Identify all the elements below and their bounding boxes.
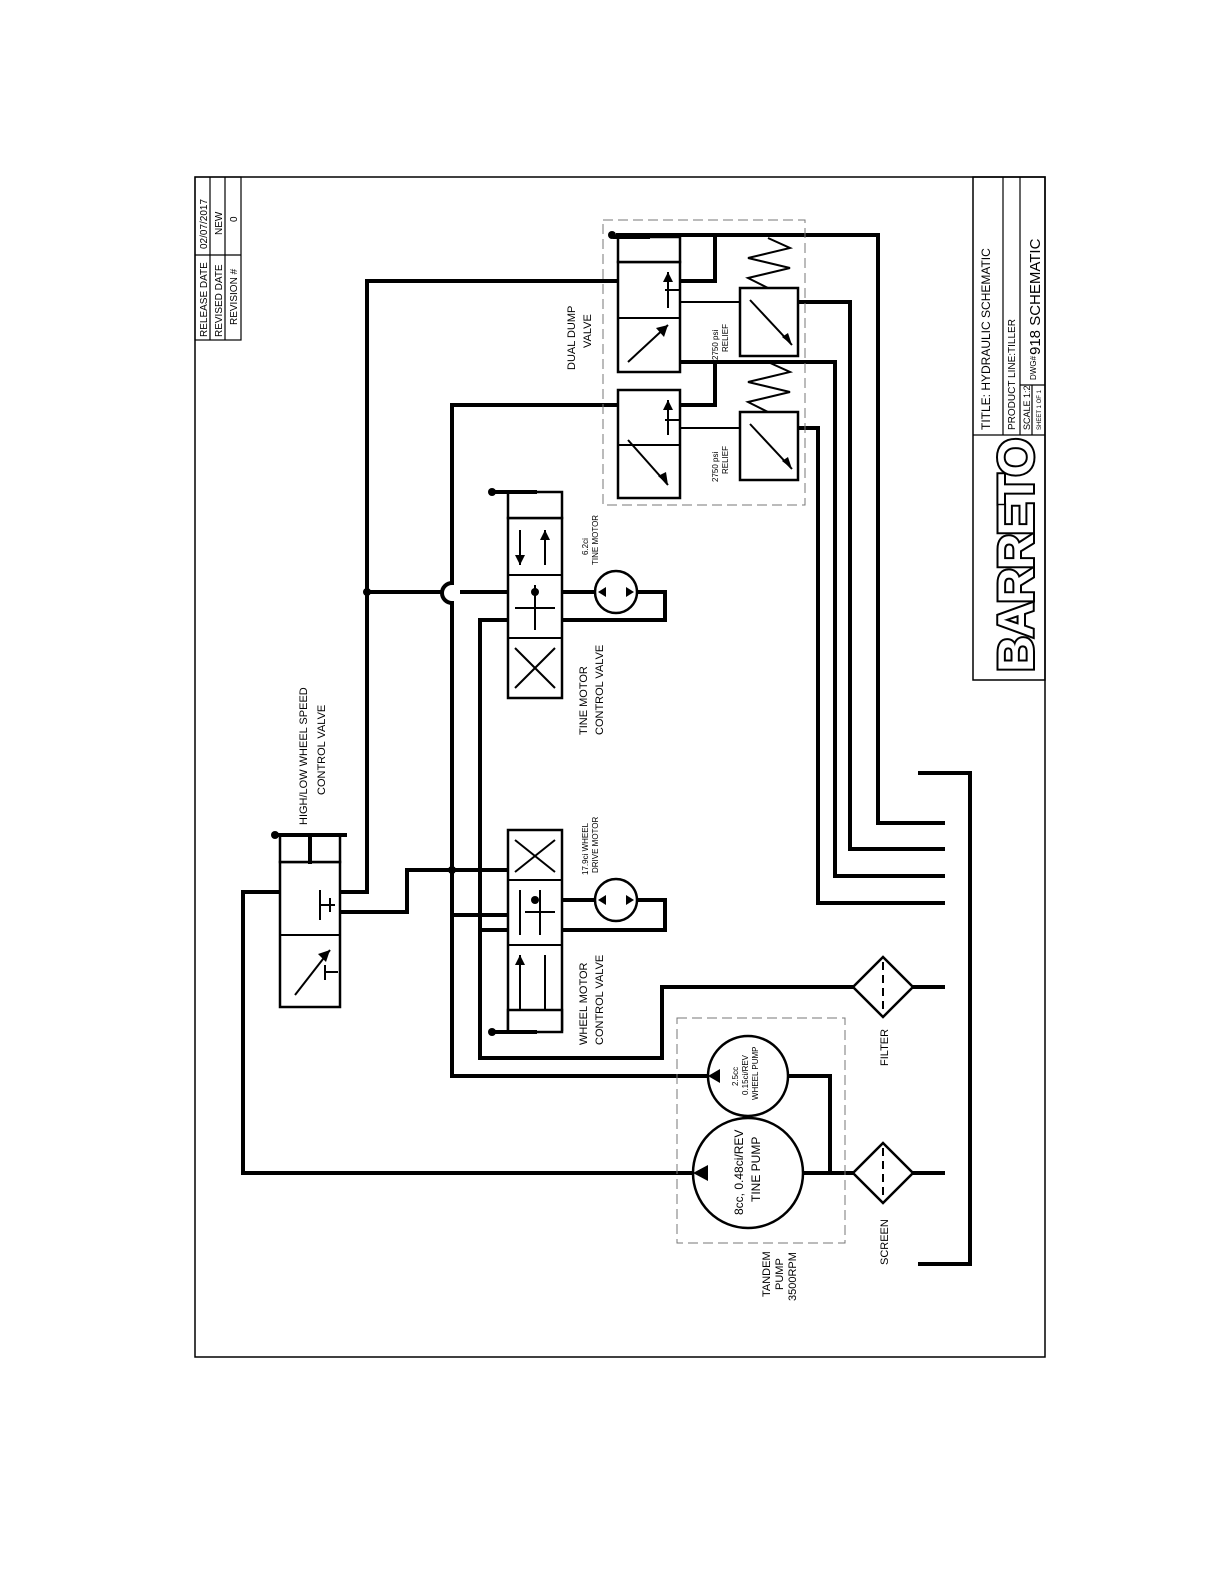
tine-pump: 8cc, 0.48ci/REV TINE PUMP	[691, 1116, 805, 1230]
speed-valve-label-1: HIGH/LOW WHEEL SPEED	[298, 687, 310, 825]
wheel-motor-label-2: DRIVE MOTOR	[591, 816, 600, 873]
tine-motor-label-1: 6.2ci	[581, 538, 590, 555]
dump-valve-label-2: VALVE	[582, 314, 594, 348]
relief-2-label-1: 2750 psi	[711, 452, 720, 482]
release-date-label: RELEASE DATE	[199, 262, 210, 337]
filter-label: FILTER	[879, 1029, 891, 1066]
tine-pump-label-2: TINE PUMP	[749, 1137, 763, 1202]
wheel-valve-label-2: CONTROL VALVE	[594, 955, 606, 1045]
dump-valve-label-1: DUAL DUMP	[566, 306, 578, 370]
relief-1-label-1: 2750 psi	[711, 330, 720, 360]
wheel-valve-label-1: WHEEL MOTOR	[578, 962, 590, 1045]
product-line: PRODUCT LINE:TILLER	[1007, 319, 1018, 430]
relief-1-label-2: RELIEF	[721, 324, 730, 352]
tine-valve-label-1: TINE MOTOR	[578, 666, 590, 735]
dwg-label: DWG#	[1029, 355, 1038, 380]
revised-date-value: NEW	[214, 211, 225, 235]
wheel-drive-motor: 17.9ci WHEEL DRIVE MOTOR	[581, 816, 639, 923]
tine-motor-control-valve: TINE MOTOR CONTROL VALVE	[488, 488, 606, 735]
speed-control-valve: HIGH/LOW WHEEL SPEED CONTROL VALVE	[271, 687, 347, 1009]
wheel-motor-control-valve: WHEEL MOTOR CONTROL VALVE	[488, 828, 606, 1045]
tine-pump-arrow-icon	[693, 1165, 708, 1181]
tandem-pump-label-1: TANDEM	[761, 1251, 773, 1297]
reservoir-tank	[918, 771, 972, 1266]
wheel-pump-label-1: 2.5cc	[731, 1067, 740, 1086]
revised-date-label: REVISED DATE	[214, 264, 225, 337]
tandem-pump-label-3: 3500RPM	[787, 1252, 799, 1301]
revision-label: REVISION #	[229, 268, 240, 325]
speed-valve-label-2: CONTROL VALVE	[316, 705, 328, 795]
tine-motor: 6.2ci TINE MOTOR	[581, 515, 639, 615]
relief-2-label-2: RELIEF	[721, 446, 730, 474]
revision-block: RELEASE DATE 02/07/2017 REVISED DATE NEW…	[194, 176, 242, 341]
junction-dots	[363, 588, 539, 904]
tine-motor-arrow-icon	[598, 587, 606, 597]
tine-valve-label-2: CONTROL VALVE	[594, 645, 606, 735]
tandem-pump-label-2: PUMP	[774, 1258, 786, 1290]
wheel-pump: 2.5cc 0.15ci/REV WHEEL PUMP	[706, 1034, 790, 1118]
barreto-logo: BARRETO	[988, 440, 1044, 672]
drawing-title: TITLE: HYDRAULIC SCHEMATIC	[979, 248, 993, 430]
wheel-motor-arrow-icon	[598, 895, 606, 905]
revision-value: 0	[229, 216, 240, 222]
dwg-number: 918 SCHEMATIC	[1027, 238, 1044, 355]
sheet: SHEET 1 OF 1	[1037, 389, 1043, 430]
tine-pump-label-1: 8cc, 0.48ci/REV	[732, 1130, 746, 1215]
wheel-pump-arrow-icon	[708, 1069, 720, 1083]
tandem-pump: 8cc, 0.48ci/REV TINE PUMP 2.5cc 0.15ci/R…	[676, 1017, 846, 1301]
wheel-pump-label-3: WHEEL PUMP	[751, 1047, 760, 1101]
wheel-pump-label-2: 0.15ci/REV	[741, 1054, 750, 1095]
hydraulic-lines	[241, 233, 972, 1266]
drawing-border	[194, 176, 1046, 1358]
title-block: BARRETO TITLE: HYDRAULIC SCHEMATIC PRODU…	[972, 176, 1046, 681]
screen: SCREEN	[851, 1141, 915, 1265]
tine-motor-label-2: TINE MOTOR	[591, 515, 600, 565]
screen-label: SCREEN	[879, 1219, 891, 1265]
dual-dump-valve: DUAL DUMP VALVE 2750 psi RELIEF 2750 psi…	[566, 219, 806, 506]
filter: FILTER	[851, 955, 915, 1066]
release-date-value: 02/07/2017	[199, 199, 210, 249]
scale: SCALE 1:2	[1022, 385, 1032, 430]
wheel-motor-label-1: 17.9ci WHEEL	[581, 822, 590, 875]
